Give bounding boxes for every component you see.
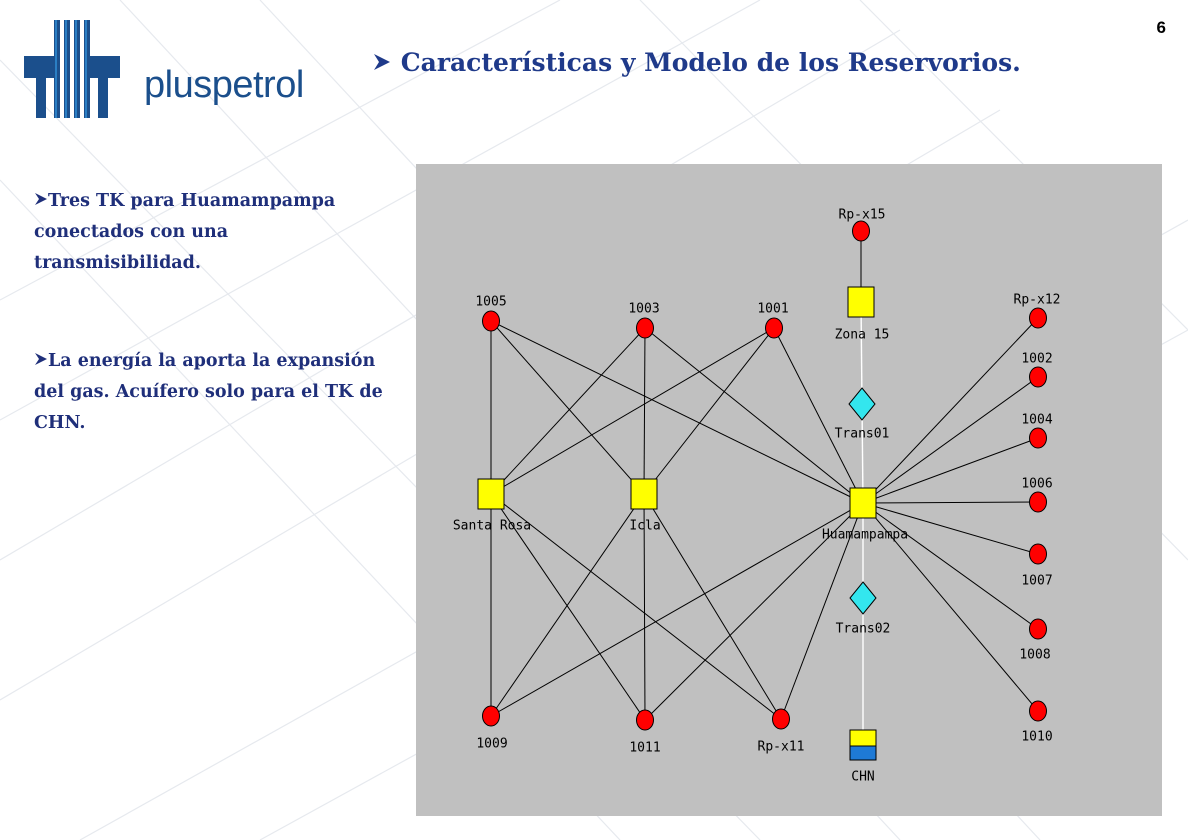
- connection-line: [490, 320, 864, 504]
- node-label: Rp-x12: [1014, 293, 1061, 308]
- node-label: 1001: [757, 302, 788, 317]
- well-node: [765, 317, 783, 339]
- connection-line: [643, 493, 646, 721]
- tank-node: [849, 487, 877, 519]
- connection-line: [773, 327, 864, 504]
- pluspetrol-logo-icon: [24, 20, 120, 118]
- well-node: [636, 709, 654, 731]
- node-label: 1007: [1021, 574, 1052, 589]
- bullet-point-2: La energía la aporta la expansión del ga…: [34, 346, 404, 439]
- transmissibility-node: [848, 387, 876, 421]
- node-label: Santa Rosa: [453, 519, 531, 534]
- aquifer-part: [849, 745, 877, 761]
- aquifer-tank-node: [849, 729, 877, 761]
- connection-line: [644, 502, 864, 721]
- slide-title: Características y Modelo de los Reservor…: [372, 48, 1021, 77]
- node-label: 1002: [1021, 352, 1052, 367]
- tank-node: [630, 478, 658, 510]
- bullet-text-1: Tres TK para Huamampampa conectados con …: [34, 191, 336, 273]
- well-node: [636, 317, 654, 339]
- connection-line: [862, 501, 1039, 504]
- connection-line: [862, 502, 1039, 630]
- connection-line: [860, 301, 863, 405]
- connection-lines: [490, 231, 1039, 745]
- connection-line: [862, 437, 1039, 504]
- node-label: 1004: [1021, 413, 1052, 428]
- well-node: [1029, 491, 1047, 513]
- node-label: Trans01: [835, 427, 890, 442]
- well-node: [482, 310, 500, 332]
- connection-line: [780, 502, 864, 720]
- arrow-bullet-icon: [35, 353, 47, 365]
- node-label: 1009: [476, 737, 507, 752]
- node-label: 1008: [1019, 648, 1050, 663]
- tank-part: [849, 729, 877, 747]
- tank-node: [477, 478, 505, 510]
- connection-line: [862, 502, 1039, 555]
- connection-line: [490, 493, 646, 721]
- node-label: Huamampampa: [822, 528, 908, 543]
- node-label: 1005: [475, 295, 506, 310]
- connection-line: [644, 327, 864, 504]
- connection-line: [490, 502, 864, 717]
- well-node: [1029, 618, 1047, 640]
- connection-line: [862, 376, 1039, 504]
- node-label: Zona 15: [835, 328, 890, 343]
- node-label: Icla: [629, 519, 660, 534]
- connection-line: [490, 320, 645, 495]
- connection-line: [490, 493, 645, 717]
- well-node: [1029, 427, 1047, 449]
- node-label: Rp-x11: [758, 740, 805, 755]
- well-node: [1029, 700, 1047, 722]
- arrow-bullet-icon: [35, 193, 47, 205]
- connection-line: [490, 493, 782, 720]
- node-label: 1006: [1021, 477, 1052, 492]
- node-label: Rp-x15: [839, 208, 886, 223]
- node-label: 1003: [628, 302, 659, 317]
- node-label: 1011: [629, 741, 660, 756]
- connection-line: [490, 327, 646, 495]
- connection-line: [643, 493, 782, 720]
- well-node: [772, 708, 790, 730]
- connection-line: [643, 327, 646, 495]
- node-label: 1010: [1021, 730, 1052, 745]
- connection-line: [643, 327, 775, 495]
- bullet-point-1: Tres TK para Huamampampa conectados con …: [34, 186, 364, 279]
- well-node: [1029, 543, 1047, 565]
- transmissibility-node: [849, 581, 877, 615]
- well-node: [482, 705, 500, 727]
- node-label: Trans02: [836, 622, 891, 637]
- pluspetrol-logo: pluspetrol: [24, 18, 314, 122]
- node-label: CHN: [851, 770, 874, 785]
- slide-title-text: Características y Modelo de los Reservor…: [400, 48, 1021, 77]
- connection-line: [862, 502, 1039, 712]
- logo-text: pluspetrol: [144, 64, 304, 106]
- tank-node: [847, 286, 875, 318]
- well-node: [1029, 307, 1047, 329]
- bullet-text-2: La energía la aporta la expansión del ga…: [34, 351, 383, 433]
- arrow-bullet-icon: [374, 54, 390, 70]
- well-node: [1029, 366, 1047, 388]
- page-number: 6: [1156, 18, 1166, 37]
- connection-line: [862, 317, 1039, 504]
- well-node: [852, 220, 870, 242]
- connection-line: [490, 327, 775, 495]
